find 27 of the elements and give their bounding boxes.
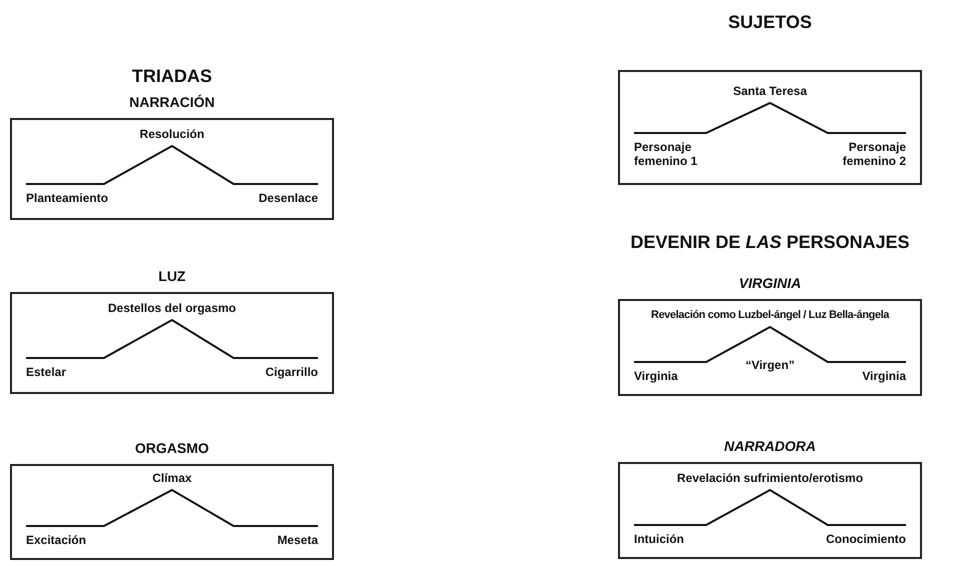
peak-label: Clímax [152,471,192,485]
end-label: Personaje femenino 2 [842,140,906,168]
end-label: Desenlace [258,191,318,205]
start-label: Planteamiento [26,191,108,205]
start-label: Excitación [26,533,86,547]
panel-heading: LUZ [157,268,187,284]
end-label: Cigarrillo [265,365,318,379]
end-label: Meseta [277,533,318,547]
section-heading: TRIADAS [132,66,212,87]
peak-label: Revelación sufrimiento/erotismo [676,471,864,485]
end-label: Conocimiento [826,532,906,546]
peak-label: Resolución [140,127,204,141]
peak-label: Destellos del orgasmo [108,301,236,315]
center-label: “Virgen” [745,358,795,372]
start-label: Intuición [634,532,684,546]
panel-heading: NARRACIÓN [128,94,216,110]
section-heading: SUJETOS [728,12,812,33]
peak-label: Santa Teresa [733,84,807,98]
start-label: Virginia [634,369,678,383]
start-label: Estelar [26,365,66,379]
panel-heading: NARRADORA [723,438,817,454]
panel-heading: VIRGINIA [738,275,802,291]
peak-label: Revelación como Luzbel-ángel / Luz Bella-ángela [651,308,889,322]
start-label: Personaje femenino 1 [634,140,698,168]
section-heading: DEVENIR DE LAS PERSONAJES [630,232,910,253]
end-label: Virginia [862,369,906,383]
panel-heading: ORGASMO [134,440,210,456]
